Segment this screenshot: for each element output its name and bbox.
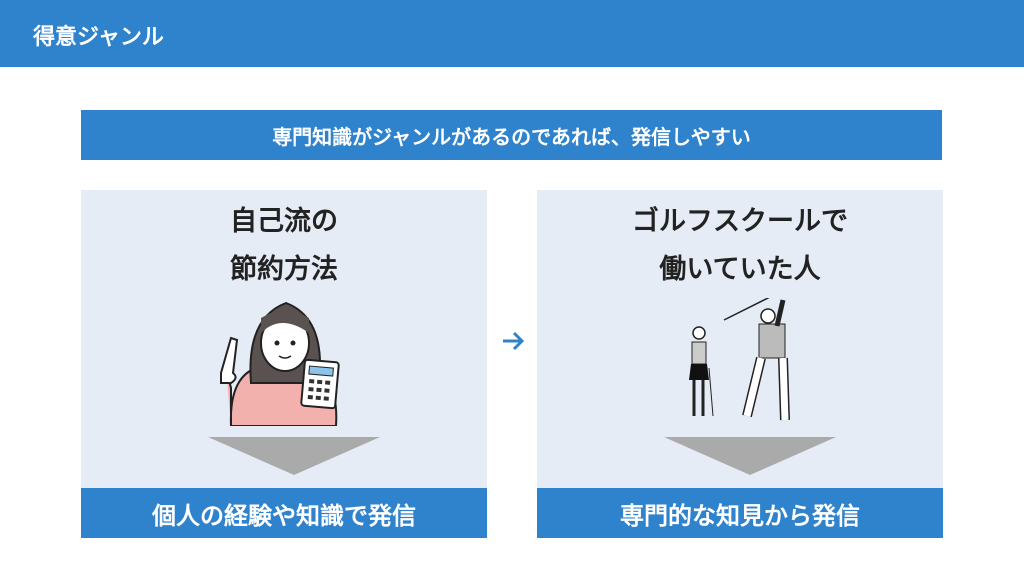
panel-title-line2: 節約方法: [230, 254, 338, 285]
panel-golf-expert: ゴルフスクールで 働いていた人 専門的な知見から発信: [537, 190, 943, 538]
page-title: 得意ジャンル: [33, 25, 164, 50]
summary-banner: 専門知識がジャンルがあるのであれば、発信しやすい: [81, 110, 942, 160]
header-bar: 得意ジャンル: [0, 0, 1024, 67]
down-triangle: [664, 437, 836, 475]
panel-title-line2: 働いていた人: [659, 254, 821, 285]
panel-title-line1: ゴルフスクールで: [632, 206, 848, 237]
panel-footer: 個人の経験や知識で発信: [81, 488, 487, 538]
panel-footer: 専門的な知見から発信: [537, 488, 943, 538]
down-triangle: [208, 437, 380, 475]
panel-title-line1: 自己流の: [230, 206, 338, 237]
golfers-illustration: [689, 298, 790, 421]
panel-title: 自己流の 節約方法: [81, 198, 487, 294]
arrow-right-icon: [503, 331, 525, 351]
panel-title: ゴルフスクールで 働いていた人: [537, 198, 943, 294]
woman-calculator-illustration: [220, 301, 340, 426]
panel-personal-experience: 自己流の 節約方法 個人の経験や知識で発信: [81, 190, 487, 538]
